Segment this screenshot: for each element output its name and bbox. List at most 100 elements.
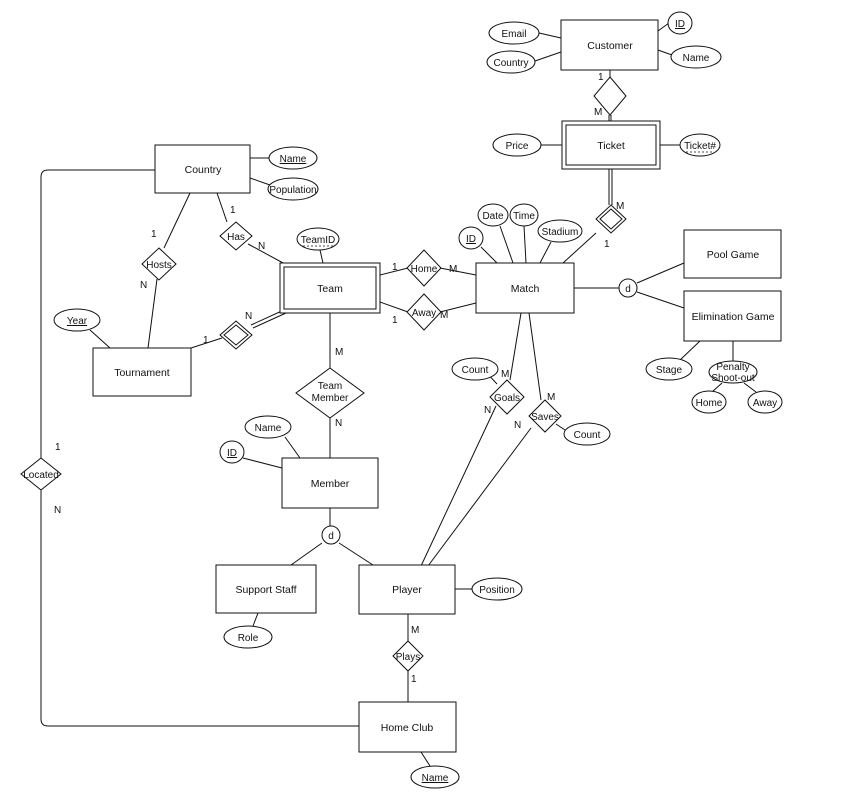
- cardinality: 1: [55, 442, 61, 453]
- cardinality: N: [245, 311, 252, 322]
- attribute-label: ID: [227, 448, 237, 459]
- relationship-buys: [593, 76, 627, 116]
- relationship-tournament-team: [219, 320, 253, 350]
- relationship-label: Has: [227, 232, 245, 243]
- attribute-match-date: Date: [477, 203, 509, 227]
- cardinality: N: [140, 280, 147, 291]
- specialization-label: d: [625, 284, 631, 295]
- relationship-away: Away: [406, 293, 442, 331]
- attribute-label: ID: [466, 234, 476, 245]
- attribute-label: Name: [280, 154, 307, 165]
- entity-label: Player: [392, 584, 422, 596]
- attribute-staff-role: Role: [223, 625, 273, 649]
- attribute-label: Count: [462, 365, 489, 376]
- relationship-located: Located: [20, 457, 62, 491]
- cardinality: M: [449, 264, 457, 275]
- entity-elimination-game: Elimination Game: [683, 290, 782, 342]
- attribute-label: Date: [482, 211, 504, 222]
- cardinality: N: [514, 420, 521, 431]
- cardinality: N: [258, 241, 265, 252]
- relationship-label: Away: [412, 308, 436, 319]
- attribute-label: Email: [501, 29, 526, 40]
- entity-member: Member: [281, 457, 379, 509]
- relationship-label: Team: [318, 381, 342, 392]
- entity-player: Player: [358, 564, 456, 615]
- entity-support-staff: Support Staff: [215, 564, 317, 614]
- relationship-home: Home: [406, 249, 442, 287]
- entity-label: Ticket: [597, 140, 625, 152]
- attribute-stage: Stage: [645, 357, 693, 381]
- attribute-match-time: Time: [509, 203, 539, 227]
- cardinality-labels: 1 M M 1 1 N 1 N 1 M 1 M N 1 M N M N M N …: [54, 72, 624, 685]
- entity-tournament: Tournament: [92, 347, 192, 397]
- attribute-ticket-price: Price: [492, 133, 542, 157]
- cardinality: M: [594, 107, 602, 118]
- attribute-label: Ticket#: [684, 141, 716, 152]
- connector-lines: [40, 22, 757, 767]
- attribute-label: Time: [513, 211, 535, 222]
- entity-label: Elimination Game: [692, 311, 775, 323]
- entity-label: Member: [311, 478, 350, 490]
- attribute-label: ID: [675, 19, 685, 30]
- cardinality: 1: [230, 205, 236, 216]
- attribute-customer-name: Name: [670, 45, 722, 69]
- cardinality: M: [440, 310, 448, 321]
- cardinality: N: [484, 405, 491, 416]
- relationship-label: Goals: [494, 393, 520, 404]
- attribute-ticket-number: Ticket#: [679, 133, 721, 157]
- attribute-saves-count: Count: [563, 422, 611, 446]
- cardinality: M: [335, 347, 343, 358]
- cardinality: 1: [392, 315, 398, 326]
- relationship-label: Plays: [396, 652, 420, 663]
- attribute-label: Year: [67, 316, 88, 327]
- entity-label: Support Staff: [235, 584, 296, 596]
- relationship-has: Has: [219, 221, 253, 251]
- attribute-label: Name: [683, 53, 710, 64]
- cardinality: 1: [151, 229, 157, 240]
- entity-label: Customer: [587, 40, 633, 52]
- attribute-label: Position: [479, 585, 515, 596]
- specialization-match: d: [618, 278, 638, 298]
- cardinality: 1: [392, 262, 398, 273]
- relationship-ticket-match: [595, 204, 627, 234]
- attribute-country-population: Population: [267, 177, 319, 201]
- relationship-label: Located: [23, 470, 59, 481]
- cardinality: M: [411, 625, 419, 636]
- entity-label: Team: [317, 283, 343, 295]
- entity-ticket: Ticket: [561, 120, 661, 170]
- relationship-hosts: Hosts: [141, 247, 177, 281]
- attribute-club-name: Name: [410, 765, 460, 789]
- attribute-penalty-home: Home: [691, 390, 727, 414]
- entity-home-club: Home Club: [358, 701, 457, 753]
- relationship-label: Member: [312, 393, 349, 404]
- attribute-label: TeamID: [301, 235, 335, 246]
- relationship-team-member: Team Member: [295, 367, 365, 419]
- attribute-member-name: Name: [244, 415, 292, 439]
- attribute-team-id: TeamID: [296, 227, 340, 251]
- entity-team: Team: [279, 262, 381, 314]
- relationship-label: Hosts: [146, 260, 172, 271]
- attribute-label: Country: [493, 58, 528, 69]
- attribute-label: Home: [696, 398, 723, 409]
- attribute-label: Role: [238, 633, 259, 644]
- attribute-label: Away: [753, 398, 777, 409]
- entity-label: Country: [185, 164, 223, 176]
- attribute-goals-count: Count: [451, 357, 499, 381]
- cardinality: N: [335, 418, 342, 429]
- attribute-label: Name: [422, 773, 449, 784]
- specialization-label: d: [328, 531, 334, 542]
- attribute-country-name: Name: [268, 146, 318, 170]
- attribute-customer-id: ID: [667, 11, 693, 35]
- attribute-label: Population: [269, 185, 316, 196]
- attribute-penalty-shootout: Penalty Shoot-out: [708, 360, 758, 384]
- attribute-label: Stadium: [542, 227, 579, 238]
- attribute-customer-country: Country: [486, 50, 536, 74]
- attribute-match-id: ID: [458, 226, 484, 250]
- cardinality: M: [616, 201, 624, 212]
- entity-pool-game: Pool Game: [683, 229, 782, 279]
- specialization-member: d: [321, 525, 341, 545]
- cardinality: 1: [604, 239, 610, 250]
- cardinality: M: [501, 369, 509, 380]
- relationship-saves: Saves: [528, 399, 562, 433]
